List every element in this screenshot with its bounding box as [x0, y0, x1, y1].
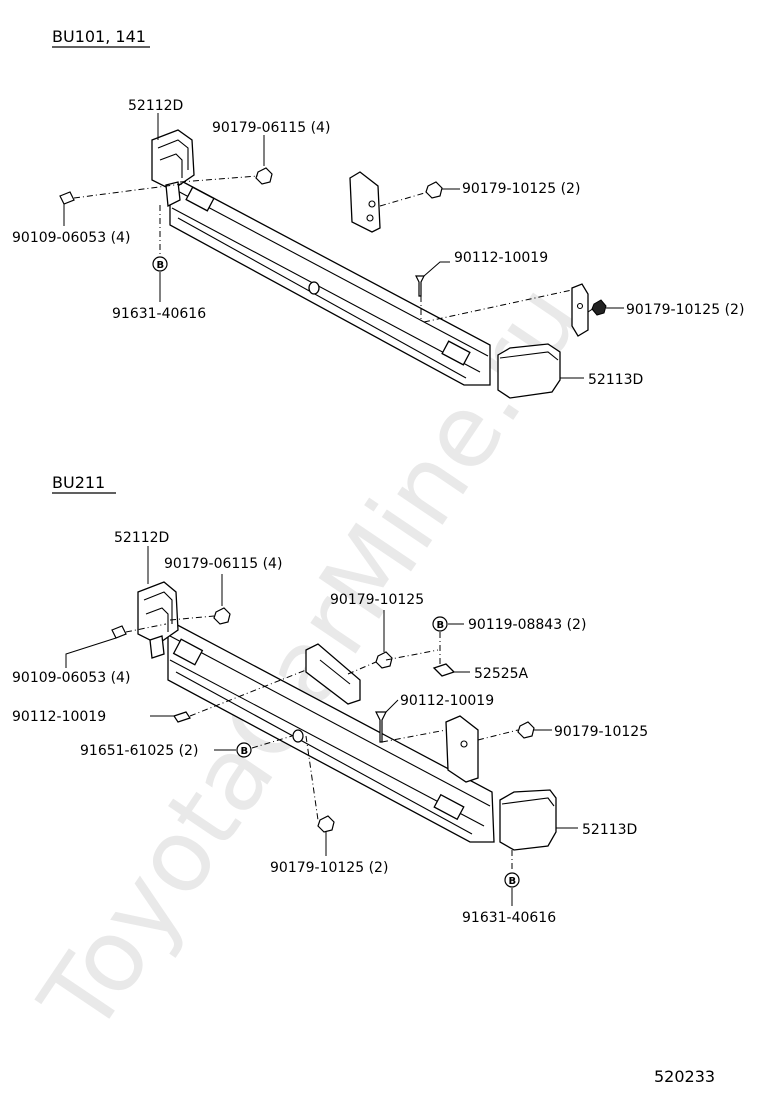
- plate-52525a: [432, 663, 456, 677]
- bumper-reinforcement-b: [167, 618, 495, 843]
- bumper-reinforcement-a: [169, 173, 491, 386]
- right-bracket-b: [445, 715, 479, 783]
- b-mark-label: B: [241, 746, 249, 757]
- bolt-b-mark-b: B: [432, 616, 448, 632]
- clip-b-mark-left: B: [236, 742, 252, 758]
- label-nut-top: 90179-06115 (4): [164, 556, 282, 572]
- section-a: BU101, 141: [12, 27, 744, 399]
- nut-icon: [317, 815, 335, 833]
- label-clip-bottom: 91631-40616: [462, 910, 556, 926]
- center-bracket-b: [305, 643, 361, 705]
- section-b: BU211: [12, 473, 648, 926]
- label-bracket-left: 52112D: [114, 530, 169, 546]
- label-screw-left: 90112-10019: [12, 709, 106, 725]
- label-bolt-b: 90119-08843 (2): [468, 617, 586, 633]
- label-nut-right: 90179-10125 (2): [626, 302, 744, 318]
- label-screw-mid: 90112-10019: [400, 693, 494, 709]
- label-clip-b: 91631-40616: [112, 306, 206, 322]
- section-a-title: BU101, 141: [52, 27, 146, 46]
- b-mark-label: B: [437, 620, 445, 631]
- label-nut-center: 90179-10125: [330, 592, 424, 608]
- label-nut-bottom: 90179-10125 (2): [270, 860, 388, 876]
- label-nut-mid: 90179-10125 (2): [462, 181, 580, 197]
- nut-icon: [517, 721, 535, 739]
- screw-icon: [173, 711, 191, 723]
- label-screw: 90112-10019: [454, 250, 548, 266]
- bracket-52112d-a: [151, 129, 195, 208]
- b-mark-label: B: [509, 876, 517, 887]
- right-bracket-a: [571, 283, 589, 337]
- b-mark-label: B: [157, 260, 165, 271]
- label-bracket-right: 52113D: [582, 822, 637, 838]
- bolt-icon: [111, 625, 127, 639]
- label-nut-right: 90179-10125: [554, 724, 648, 740]
- screw-icon: [415, 275, 425, 297]
- label-plate: 52525A: [474, 666, 529, 682]
- clip-b-mark-bottom: B: [504, 872, 520, 888]
- diagram-code: 520233: [654, 1067, 715, 1086]
- section-b-title: BU211: [52, 473, 105, 492]
- end-cap-52113d-b: [499, 789, 557, 851]
- end-cap-52113d-a: [497, 343, 561, 399]
- clip-icon: [292, 729, 304, 743]
- nut-icon: [591, 299, 607, 316]
- nut-icon: [425, 181, 443, 199]
- label-bracket-right: 52113D: [588, 372, 643, 388]
- nut-icon: [255, 167, 273, 185]
- nut-icon: [213, 607, 231, 625]
- label-bolt-left: 90109-06053 (4): [12, 670, 130, 686]
- label-bolt-left: 90109-06053 (4): [12, 230, 130, 246]
- label-nut-top: 90179-06115 (4): [212, 120, 330, 136]
- mid-bracket-a: [349, 171, 381, 233]
- label-bracket-left: 52112D: [128, 98, 183, 114]
- bracket-52112d-b: [137, 581, 179, 659]
- label-clip-left: 91651-61025 (2): [80, 743, 198, 759]
- bolt-icon: [59, 191, 75, 205]
- clip-b-mark-a: B: [152, 256, 168, 272]
